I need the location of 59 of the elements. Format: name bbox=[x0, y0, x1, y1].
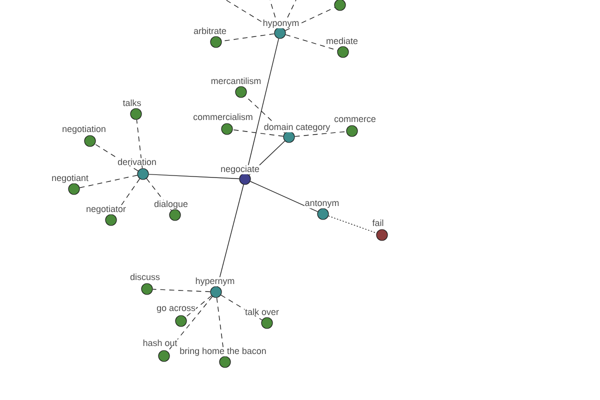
node-label: negotiator bbox=[86, 205, 126, 214]
node-label: negotiant bbox=[51, 174, 89, 184]
node-label: discuss bbox=[130, 273, 160, 280]
node-label: negociate bbox=[220, 165, 260, 174]
connector bbox=[220, 294, 262, 320]
node-label: antonym bbox=[304, 200, 340, 208]
connector bbox=[152, 288, 211, 292]
node-label: domain category bbox=[263, 123, 331, 132]
node-label: dialogue bbox=[154, 200, 188, 210]
node-label: talks bbox=[122, 99, 142, 106]
node-dot bbox=[337, 46, 349, 58]
connector bbox=[136, 119, 143, 169]
connector bbox=[284, 7, 336, 31]
connector bbox=[328, 216, 377, 234]
node-dot bbox=[158, 350, 170, 362]
node-label: commercialism bbox=[192, 113, 254, 120]
connector bbox=[250, 181, 318, 212]
connector bbox=[270, 0, 276, 18]
connector bbox=[226, 0, 262, 22]
node-dot bbox=[317, 208, 329, 220]
node-dot bbox=[221, 123, 233, 135]
node-dot bbox=[346, 125, 358, 137]
node-label: mercantilism bbox=[210, 77, 262, 84]
node-dot bbox=[175, 315, 187, 327]
node-label: go across bbox=[156, 306, 196, 314]
node-dot bbox=[210, 286, 222, 298]
connector bbox=[185, 295, 212, 318]
connector bbox=[294, 131, 347, 137]
node-dot bbox=[105, 214, 117, 226]
node-label: mediate bbox=[326, 37, 358, 44]
node-dot bbox=[137, 168, 149, 180]
node-label: hypernym bbox=[194, 277, 236, 286]
node-dot bbox=[239, 173, 251, 185]
node-dot bbox=[376, 229, 388, 241]
node-label: fail bbox=[372, 219, 384, 226]
connector bbox=[79, 174, 138, 188]
node-label: commerce bbox=[334, 116, 376, 122]
connector bbox=[287, 0, 296, 18]
node-dot bbox=[84, 135, 96, 147]
node-label: arbitrate bbox=[193, 27, 227, 34]
connector bbox=[232, 129, 284, 137]
node-dot bbox=[210, 36, 222, 48]
node-dot bbox=[68, 183, 80, 195]
node-label: negotiation bbox=[62, 125, 106, 134]
node-dot bbox=[261, 317, 273, 329]
node-dot bbox=[283, 131, 295, 143]
connector bbox=[167, 296, 213, 352]
node-label: hash out bbox=[142, 339, 178, 346]
node-dot bbox=[169, 209, 181, 221]
node-dot bbox=[219, 356, 231, 368]
node-dot bbox=[130, 108, 142, 120]
node-label: bring home the bacon bbox=[179, 347, 267, 356]
node-dot bbox=[141, 283, 153, 295]
node-dot bbox=[235, 86, 247, 98]
node-label: hyponym bbox=[262, 19, 300, 28]
node-label: derivation bbox=[117, 158, 157, 166]
node-label: talk over bbox=[244, 308, 280, 316]
connector bbox=[148, 174, 240, 180]
node-dot bbox=[274, 27, 286, 39]
